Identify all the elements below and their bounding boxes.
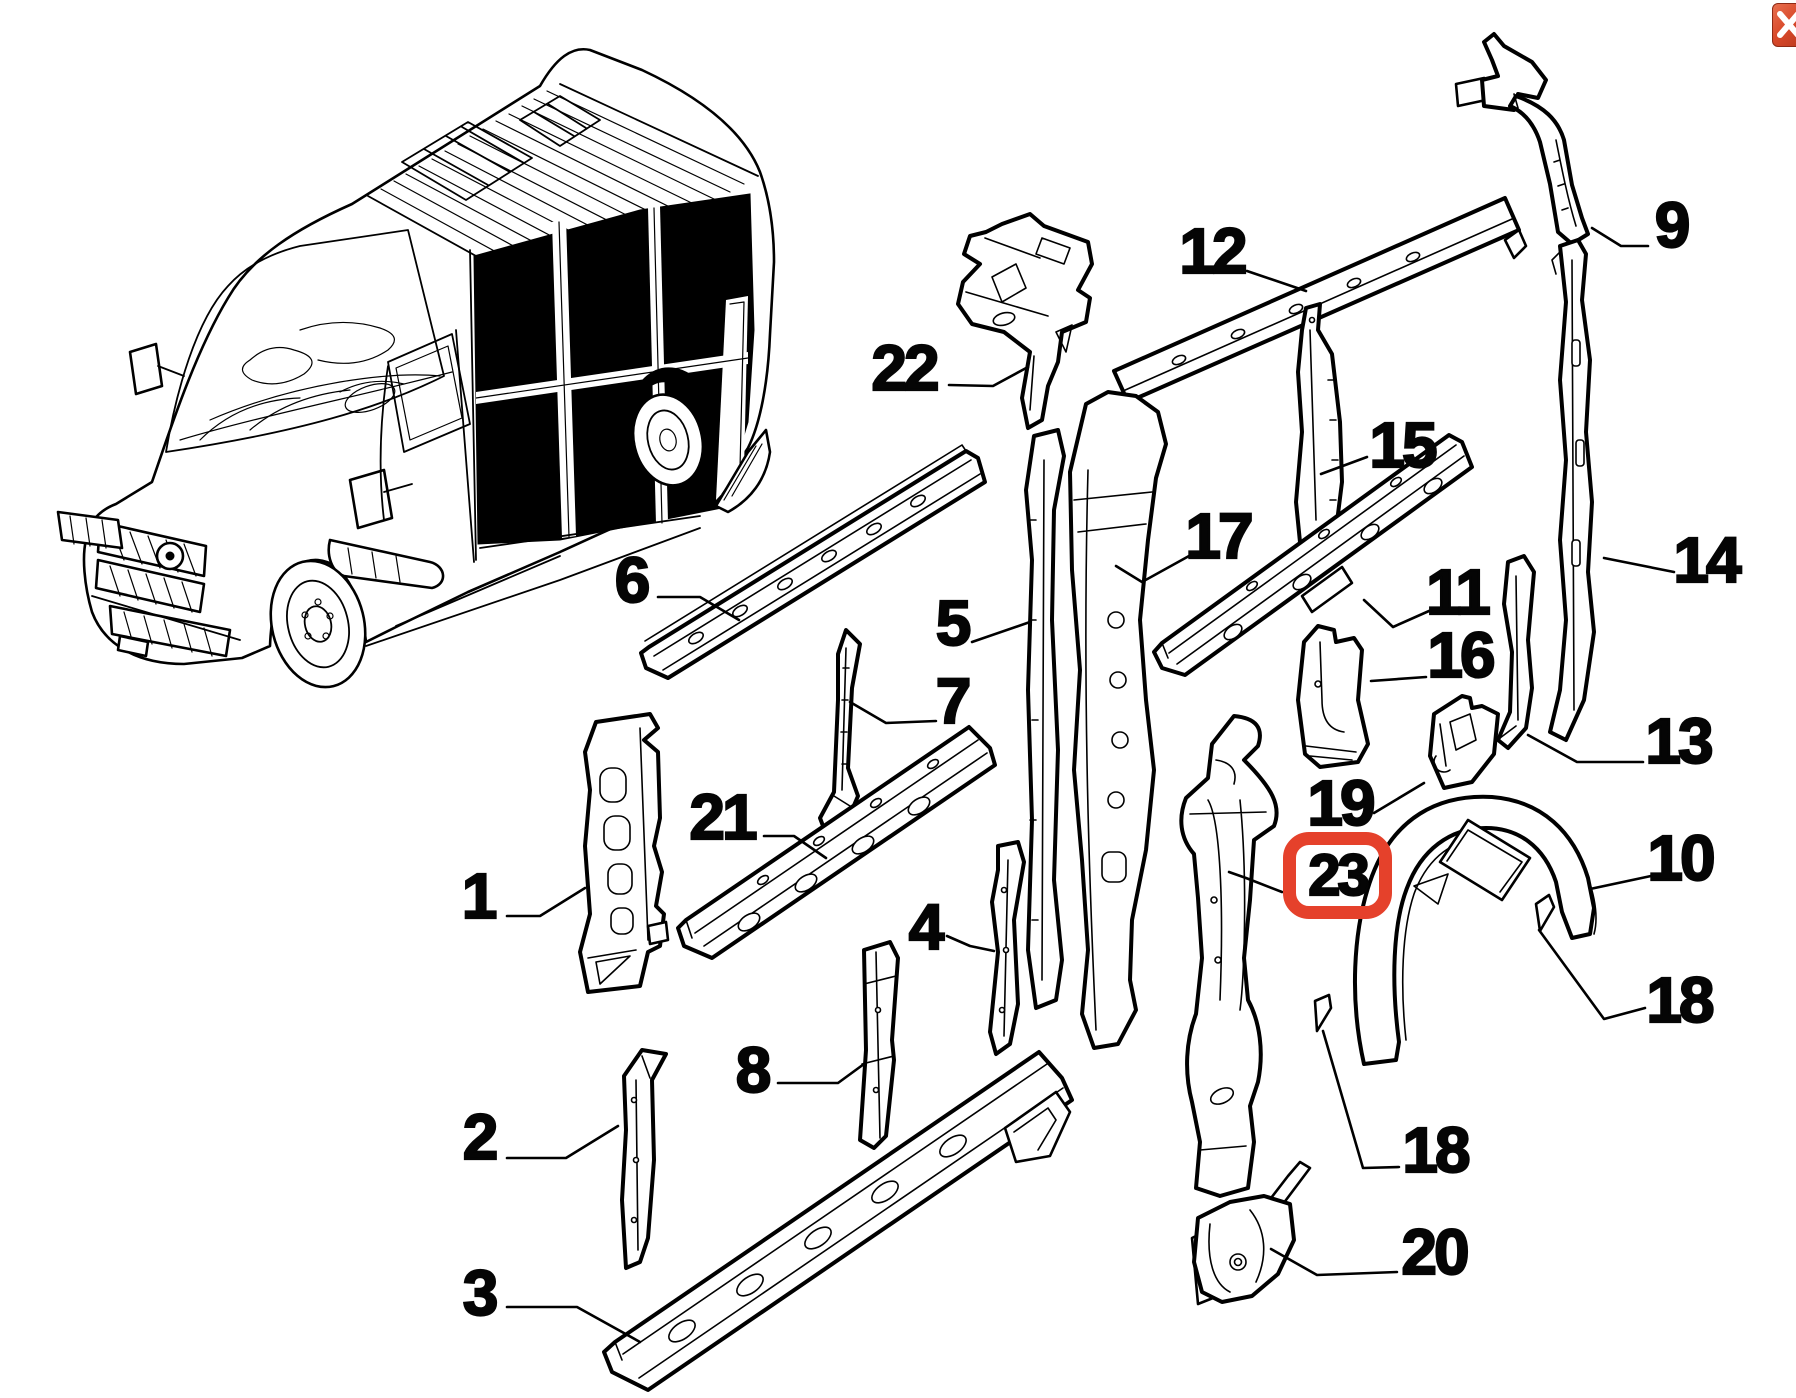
callout-17: 17: [1184, 500, 1254, 572]
part-18-shim-right-drawing: [1534, 893, 1556, 933]
part-4-strip-drawing: [988, 840, 1026, 1056]
leader-line-10: [1588, 874, 1653, 891]
part-3-sill-drawing: [602, 1050, 1074, 1392]
callout-21: 21: [688, 781, 758, 853]
callout-23: 23: [1307, 842, 1371, 908]
leader-line-5: [970, 620, 1032, 644]
part-2-strip-drawing: [620, 1048, 668, 1270]
leader-line-16: [1369, 675, 1428, 683]
van-illustration: [56, 47, 776, 689]
callout-15: 15: [1368, 409, 1438, 481]
highlight-box-part-23: 23: [1283, 832, 1392, 919]
callout-9: 9: [1654, 189, 1692, 261]
leader-line-21: [762, 834, 828, 860]
part-17-pillar-drawing: [1068, 390, 1168, 1050]
callout-12: 12: [1178, 215, 1248, 287]
part-6-rail-drawing: [639, 444, 987, 680]
leader-line-2: [505, 1124, 620, 1160]
callout-4: 4: [908, 891, 946, 963]
leader-line-15: [1319, 455, 1369, 476]
leader-line-6: [656, 595, 741, 622]
part-11-rail-drawing: [1152, 433, 1474, 677]
leader-line-18-middle: [1321, 1029, 1401, 1170]
callout-1: 1: [461, 860, 499, 932]
callout-10: 10: [1646, 822, 1716, 894]
callout-2: 2: [462, 1101, 500, 1173]
callout-18-middle: 18: [1401, 1114, 1471, 1186]
part-1-pillar-drawing: [578, 712, 670, 994]
part-14-upright-drawing: [1548, 238, 1596, 742]
part-23-pillar-drawing: [1179, 714, 1279, 1198]
leader-line-7: [848, 700, 938, 725]
part-5-pillar-drawing: [1024, 428, 1066, 1010]
callout-20: 20: [1400, 1216, 1470, 1288]
callout-19: 19: [1306, 767, 1376, 839]
part-20-bracket-drawing: [1190, 1160, 1312, 1306]
part-21-sill-drawing: [676, 725, 997, 960]
part-10-wheel-arch-drawing: [1352, 794, 1597, 1066]
callout-6: 6: [614, 544, 652, 616]
part-15-pillar-drawing: [1294, 302, 1344, 549]
part-9-pillar-drawing: [1454, 32, 1590, 246]
leader-line-14: [1602, 556, 1676, 574]
part-13-strip-drawing: [1496, 554, 1536, 750]
leader-line-3: [505, 1305, 642, 1344]
leader-line-20: [1269, 1247, 1399, 1277]
leader-line-1: [505, 886, 587, 918]
leader-lines: [505, 226, 1676, 1344]
part-18-shim-middle-drawing: [1313, 993, 1333, 1033]
part-19-bracket-drawing: [1428, 694, 1500, 790]
leader-line-18-right: [1537, 928, 1647, 1021]
leader-line-22: [947, 365, 1030, 388]
leader-line-23: [1227, 870, 1284, 894]
part-22-bracket-drawing: [956, 212, 1094, 430]
leader-line-4: [945, 934, 996, 953]
callout-18-right: 18: [1645, 964, 1715, 1036]
callout-8: 8: [735, 1034, 773, 1106]
callout-11: 11: [1425, 556, 1492, 628]
leader-line-12: [1245, 269, 1308, 293]
callout-22: 22: [870, 332, 940, 404]
callout-14: 14: [1672, 524, 1742, 596]
broken-image-icon: [1772, 3, 1796, 47]
leader-line-19: [1372, 781, 1426, 815]
leader-line-8: [776, 1062, 866, 1085]
callout-5: 5: [935, 587, 973, 659]
callout-13: 13: [1644, 705, 1714, 777]
leader-line-17: [1114, 554, 1191, 584]
callout-3: 3: [462, 1257, 500, 1329]
part-16-panel-drawing: [1296, 624, 1370, 769]
leader-line-9: [1590, 226, 1650, 248]
leader-line-11: [1362, 598, 1431, 629]
callout-16: 16: [1426, 619, 1496, 691]
part-8-strip-drawing: [858, 940, 900, 1150]
leader-line-13: [1526, 733, 1645, 764]
callout-7: 7: [935, 665, 973, 737]
